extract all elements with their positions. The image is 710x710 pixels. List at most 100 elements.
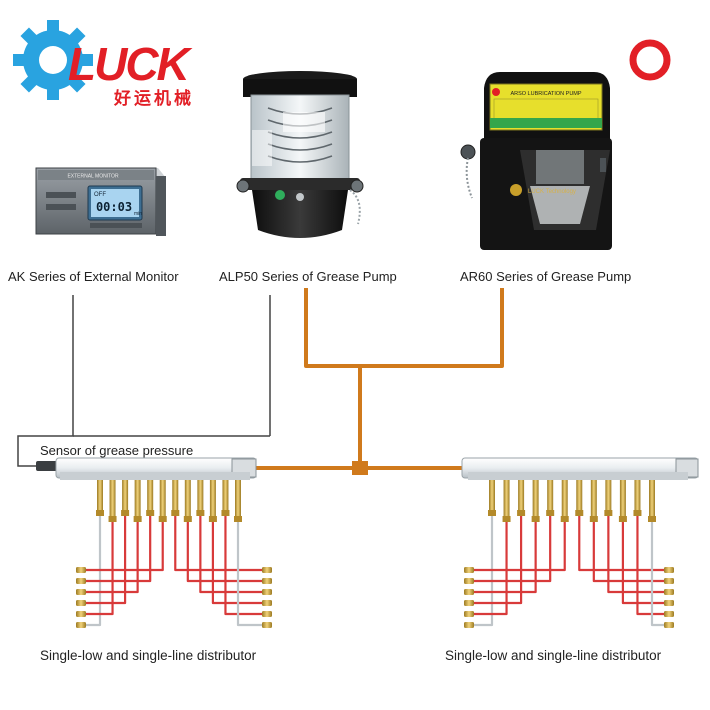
branch-pipe	[607, 516, 664, 594]
fitting-nut	[502, 516, 511, 522]
end-fitting	[76, 611, 86, 617]
fitting-nut	[133, 516, 142, 522]
branch-pipe	[636, 516, 664, 616]
branch-pipe	[86, 522, 139, 594]
luck-badge-icon	[510, 184, 522, 196]
brass-fitting	[489, 480, 495, 514]
end-fitting	[464, 611, 474, 617]
fitting-nut	[196, 510, 205, 516]
end-fitting	[464, 578, 474, 584]
branch-pipe	[621, 522, 664, 605]
distributor-1-label: Single-low and single-line distributor	[40, 648, 257, 663]
end-fitting	[464, 622, 474, 628]
end-fitting	[262, 567, 272, 573]
branch-pipe	[474, 522, 537, 594]
alp50-label: ALP50 Series of Grease Pump	[219, 269, 397, 284]
fitting-nut	[183, 516, 192, 522]
end-fitting	[76, 567, 86, 573]
branch-pipe	[86, 522, 164, 572]
end-fitting	[262, 578, 272, 584]
end-fitting	[464, 567, 474, 573]
ak-monitor: EXTERNAL MONITOR OFF 00:03 min	[35, 167, 166, 236]
monitor-screen-top: OFF	[94, 192, 106, 198]
brass-fitting	[561, 480, 568, 520]
brass-fitting	[172, 480, 179, 514]
brass-fitting	[590, 480, 597, 520]
brass-fitting	[97, 480, 103, 514]
branch-pipe	[474, 516, 552, 583]
fitting-nut	[221, 510, 230, 516]
fitting-nut	[171, 510, 180, 516]
distributor-2-outlets	[464, 480, 674, 628]
ring-icon	[629, 39, 671, 81]
brass-fitting	[649, 480, 655, 520]
branch-pipe	[224, 516, 262, 616]
end-fitting	[464, 600, 474, 606]
ar60-label: AR60 Series of Grease Pump	[460, 269, 631, 284]
brass-fitting	[619, 480, 626, 520]
branch-pipe	[86, 516, 152, 583]
fitting-nut	[234, 516, 242, 522]
monitor-screen-value: 00:03	[96, 200, 132, 214]
end-fitting	[262, 589, 272, 595]
branch-pipe	[474, 516, 523, 605]
pressure-sensor	[36, 461, 58, 471]
fitting-nut	[208, 516, 217, 522]
brass-fitting	[184, 480, 191, 520]
fitting-nut	[604, 510, 613, 516]
end-fitting	[76, 578, 86, 584]
tee-junction	[352, 461, 368, 475]
ar60-panel-title: ARSO LUBRICATION PUMP	[510, 91, 581, 97]
fitting-nut	[488, 510, 496, 516]
brass-fitting	[634, 480, 641, 514]
end-fitting	[664, 611, 674, 617]
brass-fitting	[122, 480, 129, 514]
monitor-label: AK Series of External Monitor	[8, 269, 179, 284]
fitting-nut	[108, 516, 117, 522]
end-fitting	[664, 600, 674, 606]
logo-wordmark: LUCK	[68, 38, 193, 90]
brass-fitting	[159, 480, 166, 520]
ar60-body-text: LUCK Technology	[528, 189, 576, 195]
fitting-nut	[589, 516, 598, 522]
brass-fitting	[576, 480, 583, 514]
end-fitting	[76, 589, 86, 595]
brass-fitting	[547, 480, 554, 514]
fitting-nut	[121, 510, 130, 516]
distributor-2-label: Single-low and single-line distributor	[445, 648, 662, 663]
monitor-front-title: EXTERNAL MONITOR	[67, 174, 119, 180]
signal-wiring	[17, 295, 271, 467]
alp50-pump	[236, 71, 364, 238]
brass-fitting	[235, 480, 241, 520]
branch-pipe	[474, 522, 508, 616]
branch-pipe	[199, 516, 262, 594]
logo-subtext: 好运机械	[113, 88, 194, 108]
branch-pipe	[86, 522, 114, 616]
branch-pipe	[474, 522, 566, 572]
branch-pipe	[86, 516, 127, 605]
fitting-nut	[618, 516, 627, 522]
end-fitting	[664, 567, 674, 573]
fitting-nut	[560, 516, 569, 522]
branch-pipe	[174, 516, 262, 572]
brass-fitting	[197, 480, 204, 514]
end-fitting	[664, 578, 674, 584]
brass-fitting	[605, 480, 612, 514]
fitting-nut	[146, 510, 155, 516]
fitting-nut	[96, 510, 104, 516]
fitting-nut	[633, 510, 642, 516]
branch-pipe	[474, 516, 494, 627]
distributor-1	[55, 457, 257, 480]
end-fitting	[464, 589, 474, 595]
brass-fitting	[109, 480, 116, 520]
sensor-label: Sensor of grease pressure	[40, 443, 193, 458]
gear-icon	[13, 20, 93, 100]
brand-logo: LUCK 好运机械	[13, 20, 195, 108]
branch-pipe	[592, 522, 664, 583]
end-fitting	[262, 600, 272, 606]
fitting-nut	[531, 516, 540, 522]
distributor-2	[461, 457, 699, 480]
brass-fitting	[532, 480, 539, 520]
monitor-screen-unit: min	[134, 211, 142, 217]
